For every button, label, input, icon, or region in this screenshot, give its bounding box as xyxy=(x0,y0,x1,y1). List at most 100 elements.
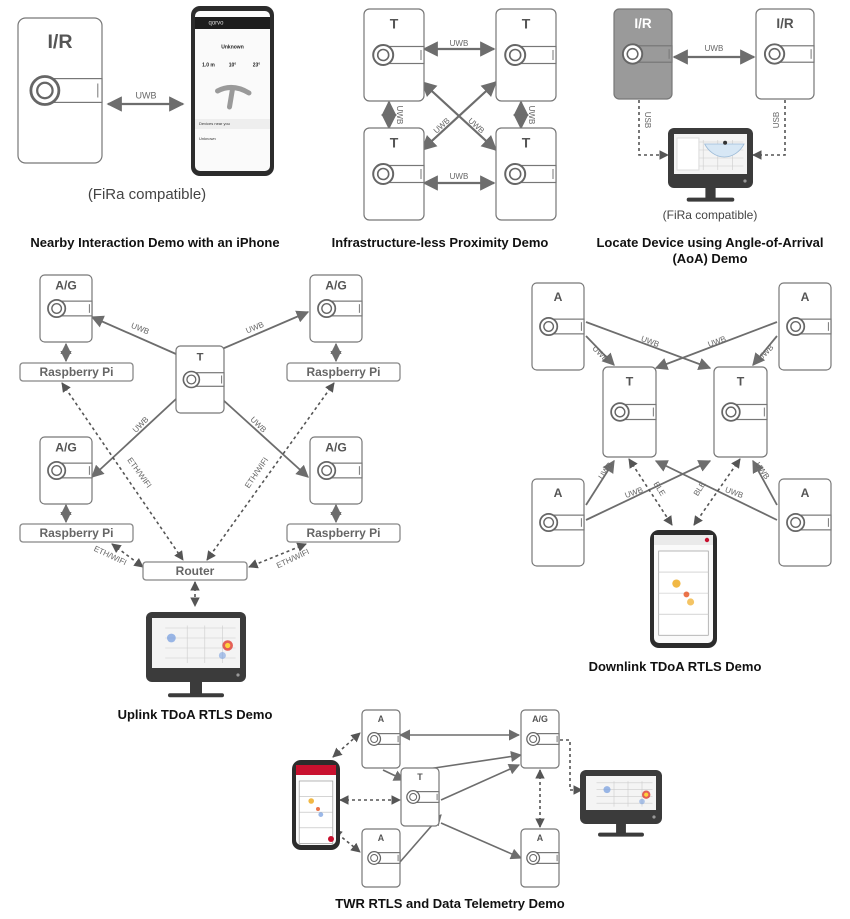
link-label: UWB xyxy=(527,106,536,125)
connector-core-icon xyxy=(529,854,538,862)
list-item: Unknown xyxy=(199,136,216,141)
heat-spot xyxy=(318,812,324,817)
link-label: USB xyxy=(643,112,652,128)
raspberry-pi-1: Raspberry Pi xyxy=(19,362,134,382)
anchor-gateway-1: A/G xyxy=(39,274,93,343)
link-label: UWB xyxy=(450,39,469,48)
phone-twr xyxy=(292,760,340,850)
link-label: UWB xyxy=(640,334,661,349)
heat-spot xyxy=(603,786,611,794)
connector-core-icon xyxy=(51,465,63,476)
device-label: A/G xyxy=(55,279,77,293)
heat-spot xyxy=(639,798,645,805)
uwb-link xyxy=(221,310,310,350)
uwb-link xyxy=(420,80,498,152)
monitor-aoa xyxy=(668,128,753,202)
monitor-twr xyxy=(580,770,662,837)
connector-core-icon xyxy=(768,47,781,61)
connector-core-icon xyxy=(543,321,555,332)
link-label: USB xyxy=(772,112,781,128)
uwb-link xyxy=(585,459,615,506)
monitor-neck xyxy=(190,682,202,695)
connector-core-icon xyxy=(790,321,802,332)
wired-links xyxy=(61,100,786,853)
connector-core-icon xyxy=(529,735,538,743)
connector-core-icon xyxy=(370,735,379,743)
power-led xyxy=(236,673,240,677)
connector-core-icon xyxy=(370,854,379,862)
uwb-link xyxy=(90,315,177,355)
connector-core-icon xyxy=(409,793,418,801)
status-dot xyxy=(704,537,710,543)
connector-core-icon xyxy=(626,47,639,61)
monitor-base xyxy=(168,693,224,698)
caption-aoa-line1: Locate Device using Angle-of-Arrival xyxy=(596,235,824,250)
phone-downlink xyxy=(650,530,717,648)
tag-t-2: T xyxy=(495,8,557,102)
app-header xyxy=(296,765,336,775)
uwb-link xyxy=(585,335,615,366)
wired-link xyxy=(111,543,144,568)
uwb-link xyxy=(752,335,778,366)
connector-core-icon xyxy=(51,303,63,314)
app-status: Unknown xyxy=(221,44,244,50)
tag-dl-1: T xyxy=(602,366,657,458)
uwb-link xyxy=(654,321,778,370)
raspberry-pi-3: Raspberry Pi xyxy=(19,523,134,543)
app-brand: qorvo xyxy=(208,21,224,27)
device-label: A xyxy=(801,290,810,304)
heat-spot xyxy=(672,579,681,588)
status-dot xyxy=(327,767,333,773)
caption-nearby-interaction: Nearby Interaction Demo with an iPhone xyxy=(30,235,280,250)
wired-link xyxy=(332,732,361,758)
link-label: UWB xyxy=(245,320,266,335)
uwb-device-ir-nearby: I/R xyxy=(17,17,103,164)
monitor-neck xyxy=(616,824,626,834)
connector-core-icon xyxy=(376,48,390,62)
heat-spot xyxy=(687,598,695,606)
wired-link xyxy=(628,458,673,526)
connector-core-icon xyxy=(725,406,737,418)
caption-aoa-line2: (AoA) Demo xyxy=(672,251,748,266)
anchor-twr-2: A xyxy=(361,828,401,888)
uwb-link xyxy=(440,764,521,801)
device-label: A xyxy=(554,486,563,500)
device-label: I/R xyxy=(47,31,72,53)
direction-arrow-stem xyxy=(227,86,235,110)
aoa-sector xyxy=(703,143,745,158)
uwb-link xyxy=(440,822,523,860)
connector-core-icon xyxy=(376,167,390,181)
wired-link xyxy=(693,458,741,526)
device-label: A xyxy=(537,833,544,843)
heat-core xyxy=(225,642,231,649)
wired-link xyxy=(248,542,307,569)
monitor-uplink xyxy=(146,612,246,698)
caption-infrastructure-less: Infrastructure-less Proximity Demo xyxy=(331,235,549,250)
connector-core-icon xyxy=(321,303,333,314)
tag-dl-2: T xyxy=(713,366,768,458)
device-label: T xyxy=(522,134,531,150)
device-label: A/G xyxy=(532,714,548,724)
box-frame xyxy=(286,523,401,543)
caption-uplink-tdoa: Uplink TDoA RTLS Demo xyxy=(117,707,273,722)
connector-core-icon xyxy=(508,48,522,62)
anchor-dl-1: A xyxy=(531,282,585,371)
tag-uplink: T xyxy=(175,345,225,414)
heat-spot xyxy=(316,807,320,811)
data-panel xyxy=(676,137,700,171)
heat-spot xyxy=(166,633,176,643)
anchor-dl-2: A xyxy=(778,282,832,371)
heat-spot xyxy=(308,798,315,804)
device-label: T xyxy=(626,375,634,389)
link-label: ETH/WIFI xyxy=(275,547,311,570)
box-frame xyxy=(19,362,134,382)
tag-t-4: T xyxy=(495,127,557,221)
anchor-dl-3: A xyxy=(531,478,585,567)
uwb-link xyxy=(752,459,778,506)
box-label: Raspberry Pi xyxy=(306,526,380,540)
link-label: ETH/WIFI xyxy=(243,456,270,490)
heat-spot xyxy=(218,651,226,660)
uwb-device-ir-gray: I/R xyxy=(613,8,673,100)
link-label: UWB xyxy=(705,44,724,53)
